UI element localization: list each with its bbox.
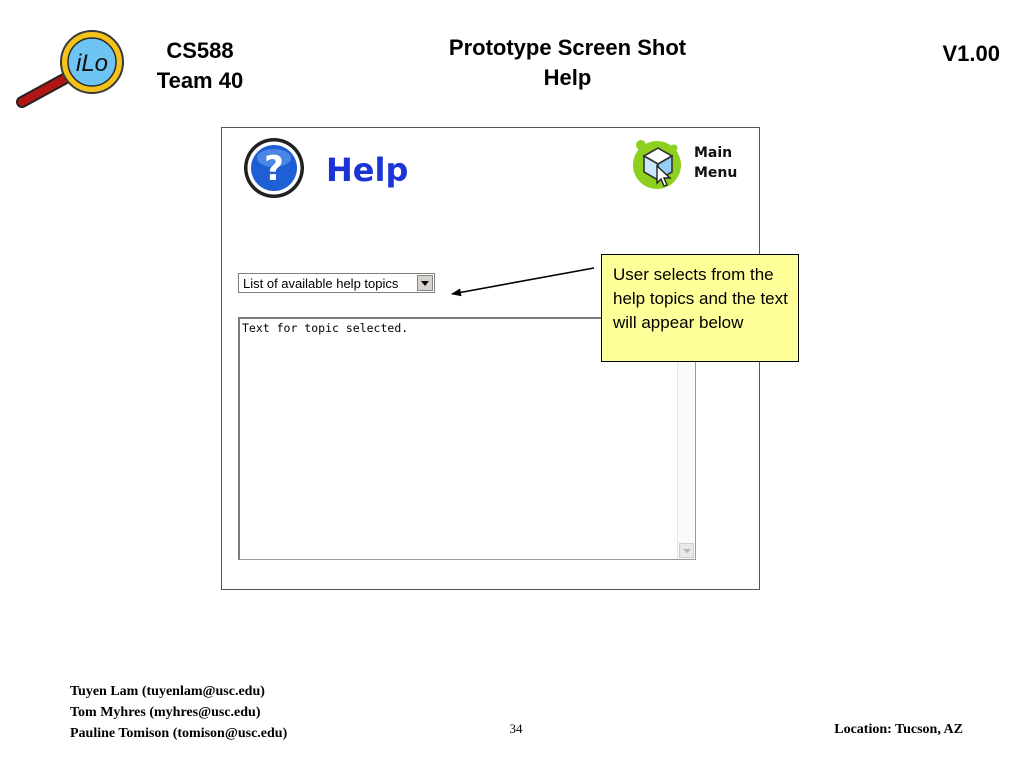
page-number: 34: [509, 721, 523, 736]
cube-cursor-icon: [633, 140, 681, 189]
annotation-callout: User selects from the help topics and th…: [601, 254, 799, 362]
team-name: Team 40: [156, 68, 244, 93]
dropdown-button[interactable]: [417, 275, 433, 291]
location-label: Location: Tucson, AZ: [834, 722, 963, 737]
slide-title: Prototype Screen Shot Help: [380, 33, 755, 93]
scroll-down-button[interactable]: [679, 543, 694, 558]
ilo-logo: iLo: [14, 26, 132, 110]
course-info: CS588 Team 40: [130, 36, 270, 96]
vertical-scrollbar[interactable]: [677, 319, 695, 559]
magnifier-logo-icon: iLo: [16, 30, 124, 108]
author-1: Tuyen Lam (tuyenlam@usc.edu): [70, 684, 265, 699]
main-menu-button[interactable]: [630, 136, 688, 197]
chevron-down-icon: [421, 281, 429, 286]
slide-title-line1: Prototype Screen Shot: [448, 35, 687, 60]
help-icon-symbol: ?: [264, 149, 284, 189]
main-menu-label-line2: Menu: [694, 165, 738, 181]
main-menu-label-line1: Main: [694, 145, 733, 161]
author-2: Tom Myhres (myhres@usc.edu): [70, 705, 261, 720]
main-menu-label[interactable]: Main Menu: [694, 143, 737, 183]
chevron-down-icon: [683, 549, 691, 553]
help-topic-select[interactable]: List of available help topics: [238, 273, 435, 293]
author-3: Pauline Tomison (tomison@usc.edu): [70, 726, 288, 741]
question-mark-icon: ?: [240, 137, 310, 204]
logo-text: iLo: [76, 50, 108, 77]
course-code: CS588: [166, 38, 234, 63]
topic-text: Text for topic selected.: [242, 321, 409, 335]
version-label: V1.00: [942, 41, 1001, 66]
help-topic-select-value: List of available help topics: [243, 276, 399, 291]
author-list: Tuyen Lam (tuyenlam@usc.edu) Tom Myhres …: [70, 681, 287, 744]
slide-title-line2: Help: [543, 65, 592, 90]
page-title: Help: [326, 151, 409, 189]
prototype-screen: ? Help Main Menu List of available help …: [221, 127, 760, 590]
